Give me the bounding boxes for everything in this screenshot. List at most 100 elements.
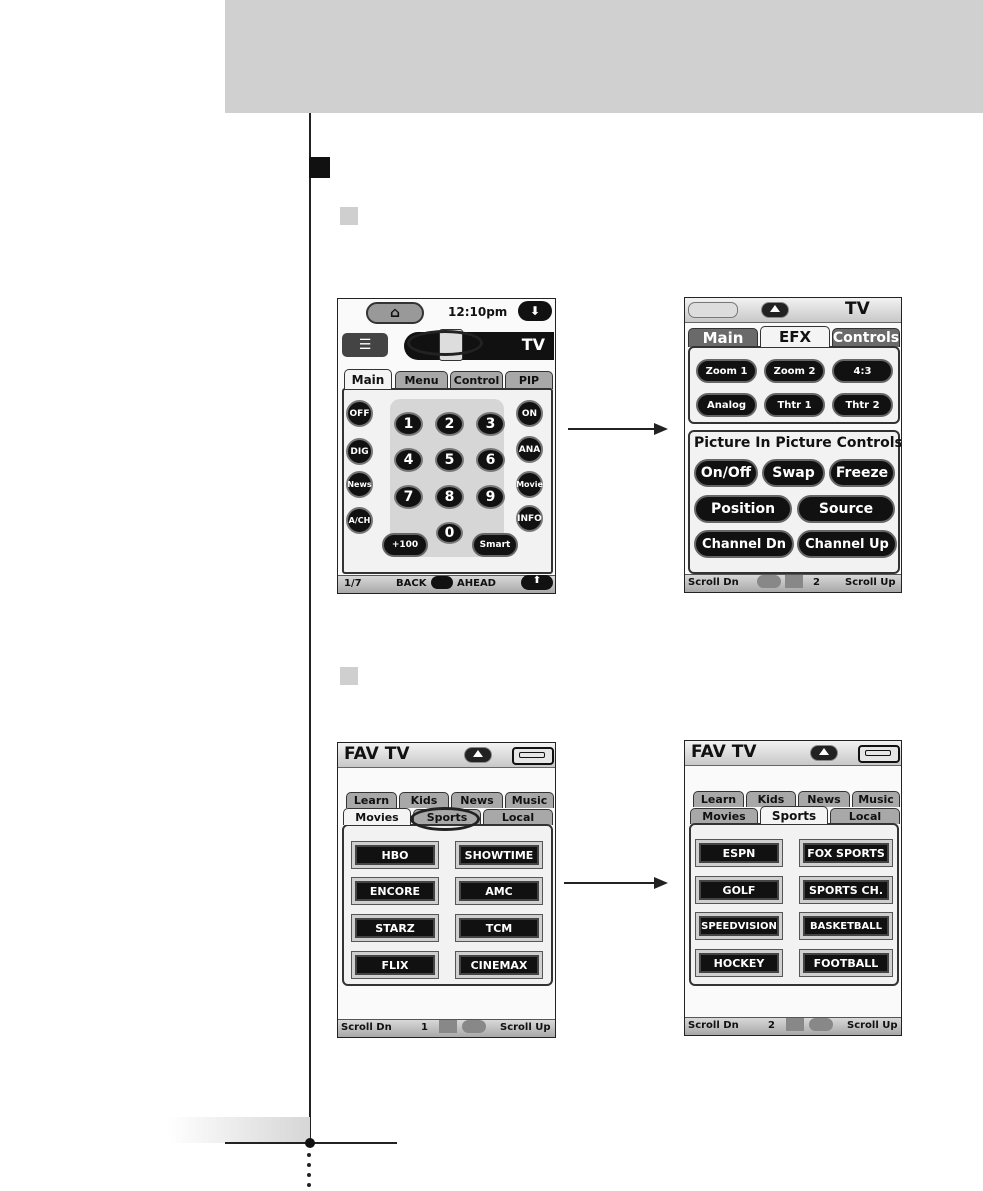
channel-tcm-button[interactable]: TCM — [459, 918, 539, 938]
channel-starz-button[interactable]: STARZ — [355, 918, 435, 938]
ach-button[interactable]: A/CH — [346, 507, 373, 534]
tab-main[interactable]: Main — [688, 328, 758, 347]
scroll-up-button[interactable]: Scroll Up — [500, 1022, 551, 1033]
scroll-down-icon: ⬇ — [529, 304, 541, 318]
tab-controls[interactable]: Controls — [832, 328, 900, 347]
thtr2-button[interactable]: Thtr 2 — [832, 393, 893, 417]
tab-menu[interactable]: Menu — [395, 371, 448, 389]
vcr-icon[interactable] — [858, 745, 900, 763]
scroll-dn-button[interactable]: Scroll Dn — [688, 1020, 739, 1031]
channel-basketball-button[interactable]: BASKETBALL — [803, 916, 889, 936]
scroll-down-button[interactable]: ⬇ — [518, 301, 552, 321]
scroll-up-icon[interactable] — [809, 1018, 833, 1031]
tab-news[interactable]: News — [451, 792, 503, 808]
list-icon: ☰ — [358, 337, 372, 353]
pip-onoff-button[interactable]: On/Off — [694, 459, 758, 487]
tab-music[interactable]: Music — [852, 791, 900, 807]
page-list-icon[interactable] — [786, 1018, 804, 1031]
home-drop-icon[interactable] — [810, 745, 838, 761]
pip-channel-up-button[interactable]: Channel Up — [797, 530, 897, 558]
digit-6-button[interactable]: 6 — [476, 448, 505, 472]
footer-dot — [307, 1153, 311, 1157]
digit-0-button[interactable]: 0 — [436, 522, 463, 544]
tab-news[interactable]: News — [798, 791, 850, 807]
home-button[interactable]: ⌂ — [366, 302, 424, 324]
tab-local[interactable]: Local — [830, 808, 900, 824]
pip-channel-dn-button[interactable]: Channel Dn — [694, 530, 794, 558]
tab-movies[interactable]: Movies — [343, 808, 411, 825]
digit-4-button[interactable]: 4 — [394, 448, 423, 472]
ana-button[interactable]: ANA — [516, 436, 543, 463]
news-button[interactable]: News — [346, 471, 373, 498]
tab-movies[interactable]: Movies — [690, 808, 758, 824]
tab-kids[interactable]: Kids — [399, 792, 449, 808]
scroll-up-icon: ⬆ — [532, 575, 542, 586]
tab-pip[interactable]: PIP — [505, 371, 553, 389]
home-drop-icon[interactable] — [464, 747, 492, 763]
pip-position-button[interactable]: Position — [694, 495, 792, 523]
digit-5-button[interactable]: 5 — [435, 448, 464, 472]
channel-showtime-button[interactable]: SHOWTIME — [459, 845, 539, 865]
tab-control[interactable]: Control — [450, 371, 503, 389]
tab-efx[interactable]: EFX — [760, 326, 830, 347]
scroll-up-icon[interactable] — [462, 1020, 486, 1033]
channel-hockey-button[interactable]: HOCKEY — [699, 953, 779, 973]
page-list-icon[interactable] — [785, 575, 803, 588]
home-drop-icon[interactable] — [761, 302, 789, 318]
pip-source-button[interactable]: Source — [797, 495, 895, 523]
page-indicator: 1/7 — [344, 578, 362, 589]
channel-espn-button[interactable]: ESPN — [699, 843, 779, 863]
digit-9-button[interactable]: 9 — [476, 485, 505, 509]
channel-cinemax-button[interactable]: CINEMAX — [459, 955, 539, 975]
digit-2-button[interactable]: 2 — [435, 412, 464, 436]
pip-freeze-button[interactable]: Freeze — [829, 459, 895, 487]
channel-football-button[interactable]: FOOTBALL — [803, 953, 889, 973]
scroll-dn-button[interactable]: Scroll Dn — [688, 577, 739, 588]
screen-fav-movies: FAV TV Learn Kids News Music Movies Spor… — [337, 742, 556, 1038]
tab-learn[interactable]: Learn — [693, 791, 744, 807]
tab-kids[interactable]: Kids — [746, 791, 796, 807]
channel-amc-button[interactable]: AMC — [459, 881, 539, 901]
on-button[interactable]: ON — [516, 400, 543, 427]
dig-button[interactable]: DIG — [346, 438, 373, 465]
tab-sports[interactable]: Sports — [760, 806, 828, 824]
thtr1-button[interactable]: Thtr 1 — [764, 393, 825, 417]
channel-speedvision-button[interactable]: SPEEDVISION — [699, 916, 779, 936]
digit-8-button[interactable]: 8 — [435, 485, 464, 509]
scroll-down-icon[interactable] — [757, 575, 781, 588]
channel-encore-button[interactable]: ENCORE — [355, 881, 435, 901]
digit-3-button[interactable]: 3 — [476, 412, 505, 436]
channel-flix-button[interactable]: FLIX — [355, 955, 435, 975]
channel-fox-sports-button[interactable]: FOX SPORTS — [803, 843, 889, 863]
tab-main[interactable]: Main — [344, 369, 392, 389]
zoom1-button[interactable]: Zoom 1 — [696, 359, 757, 383]
header-band — [225, 0, 983, 113]
tab-local[interactable]: Local — [483, 809, 553, 825]
page-list-icon[interactable] — [431, 576, 453, 589]
scroll-up-button[interactable]: Scroll Up — [845, 577, 896, 588]
scroll-up-button[interactable]: ⬆ — [521, 575, 553, 590]
digit-1-button[interactable]: 1 — [394, 412, 423, 436]
tab-music[interactable]: Music — [505, 792, 554, 808]
channel-hbo-button[interactable]: HBO — [355, 845, 435, 865]
digit-7-button[interactable]: 7 — [394, 485, 423, 509]
movie-button[interactable]: Movie — [516, 471, 543, 498]
vcr-icon[interactable] — [512, 747, 554, 765]
scroll-up-button[interactable]: Scroll Up — [847, 1020, 898, 1031]
plus100-button[interactable]: +100 — [382, 533, 428, 557]
smart-button[interactable]: Smart — [472, 533, 518, 557]
info-button[interactable]: INFO — [516, 505, 543, 532]
channel-golf-button[interactable]: GOLF — [699, 880, 779, 900]
aspect-4-3-button[interactable]: 4:3 — [832, 359, 893, 383]
pip-swap-button[interactable]: Swap — [762, 459, 825, 487]
analog-button[interactable]: Analog — [696, 393, 757, 417]
page-list-icon[interactable] — [439, 1020, 457, 1033]
back-button[interactable]: BACK — [396, 578, 427, 589]
tab-learn[interactable]: Learn — [346, 792, 397, 808]
zoom2-button[interactable]: Zoom 2 — [764, 359, 825, 383]
ahead-button[interactable]: AHEAD — [457, 578, 496, 589]
off-button[interactable]: OFF — [346, 400, 373, 427]
device-list-button[interactable]: ☰ — [342, 333, 388, 357]
scroll-dn-button[interactable]: Scroll Dn — [341, 1022, 392, 1033]
channel-sports-ch-button[interactable]: SPORTS CH. — [803, 880, 889, 900]
